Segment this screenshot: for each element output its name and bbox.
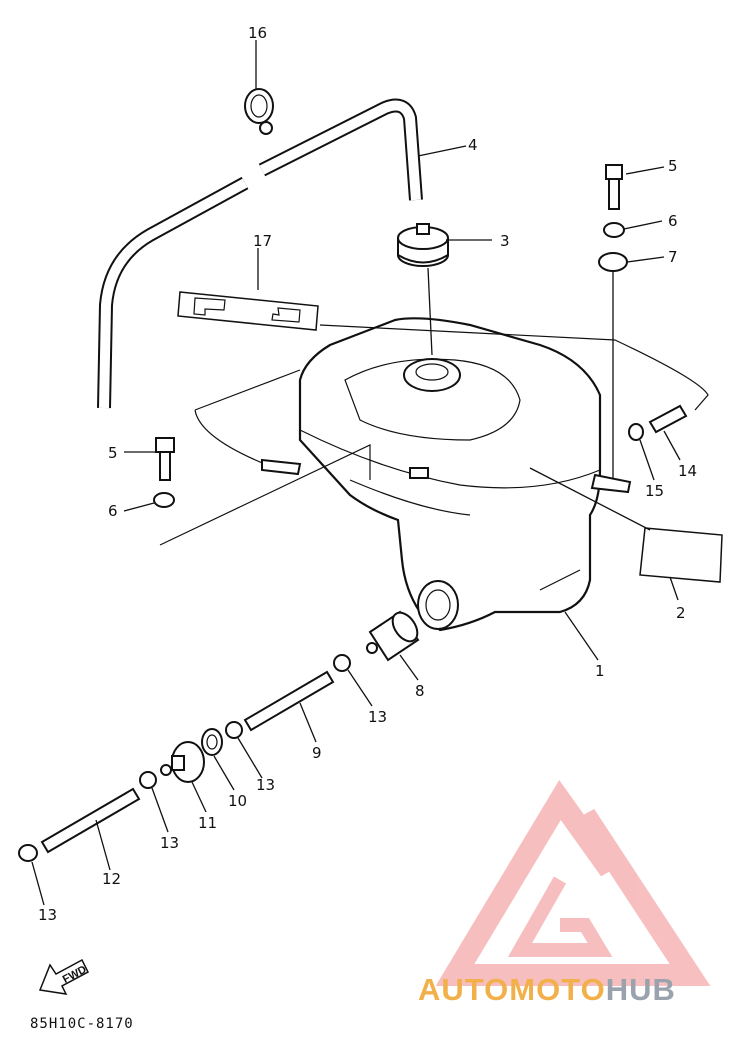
- fuel-hose-12: [40, 787, 141, 854]
- fuel-hose-9: [243, 670, 335, 732]
- watermark-text: AUTOMOTOHUB: [418, 972, 676, 1008]
- fuel-tank: [298, 317, 632, 632]
- washer-10: [201, 728, 223, 756]
- callout-10: 10: [228, 792, 247, 810]
- watermark-text-part2: HUB: [605, 972, 676, 1007]
- diagram-code: 85H10C-8170: [30, 1016, 134, 1032]
- fwd-arrow-icon: FWD: [38, 958, 89, 995]
- leader-lines: [31, 40, 681, 906]
- callout-5-right: 5: [668, 157, 678, 175]
- clip-15: [628, 423, 644, 441]
- fwd-label: FWD: [61, 964, 89, 986]
- callout-13-a: 13: [368, 708, 387, 726]
- clip-13b: [225, 721, 243, 739]
- callout-6-right: 6: [668, 212, 678, 230]
- callout-2: 2: [676, 604, 686, 622]
- callout-13-b: 13: [256, 776, 275, 794]
- vent-hose: [97, 98, 423, 409]
- callout-11: 11: [198, 814, 217, 832]
- callout-16: 16: [248, 24, 267, 42]
- hose-clip-16: [244, 88, 274, 135]
- callout-5-left: 5: [108, 444, 118, 462]
- pad-2: [639, 527, 723, 583]
- callout-1: 1: [595, 662, 605, 680]
- bolt-right: [605, 164, 623, 210]
- callout-3: 3: [500, 232, 510, 250]
- washer-right: [603, 222, 625, 238]
- watermark-logo: [435, 779, 711, 986]
- clip-13a: [333, 654, 351, 672]
- watermark-text-part1: AUTOMOTO: [418, 972, 606, 1007]
- callout-15: 15: [645, 482, 664, 500]
- clip-13c: [139, 771, 157, 789]
- washer-left: [153, 492, 175, 508]
- fuel-cock-11: [160, 741, 205, 783]
- callout-6-left: 6: [108, 502, 118, 520]
- decal-17: [177, 291, 319, 331]
- fuel-cap: [397, 223, 449, 267]
- callout-14: 14: [678, 462, 697, 480]
- callout-7: 7: [668, 248, 678, 266]
- callout-4: 4: [468, 136, 478, 154]
- callout-17: 17: [253, 232, 272, 250]
- callout-13-c: 13: [160, 834, 179, 852]
- callout-13-d: 13: [38, 906, 57, 924]
- callout-9: 9: [312, 744, 322, 762]
- fuel-filter: [366, 610, 420, 662]
- grommet-7: [598, 252, 628, 272]
- bolt-left: [155, 437, 175, 481]
- callout-8: 8: [415, 682, 425, 700]
- breather-hose-14: [648, 404, 688, 434]
- callout-12: 12: [102, 870, 121, 888]
- clip-13d: [18, 844, 38, 862]
